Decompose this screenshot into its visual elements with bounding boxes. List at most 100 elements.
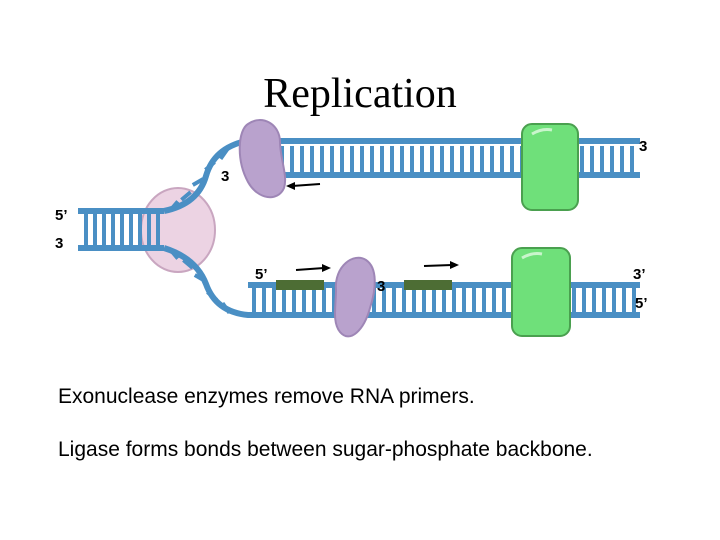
ligase-top-highlight [531, 128, 553, 136]
base-pair-rung [220, 301, 232, 315]
dna-polymerase-bottom [334, 256, 376, 338]
dna-ligase-bottom [511, 247, 571, 337]
base-pair-rung [332, 288, 336, 315]
base-pair-rung [442, 288, 446, 315]
arrow-bottom-1-head [322, 264, 331, 272]
label-primer-5prime: 5’ [255, 266, 268, 283]
base-pair-rung [129, 214, 133, 245]
base-pair-rung [500, 146, 504, 172]
base-pair-rung [592, 288, 596, 315]
label-top-fork-3: 3 [221, 168, 229, 185]
base-pair-rung [360, 146, 364, 172]
base-pair-rung [602, 288, 606, 315]
base-pair-rung [490, 146, 494, 172]
base-pair-rung [470, 146, 474, 172]
base-pair-rung [312, 288, 316, 315]
base-pair-rung [410, 146, 414, 172]
base-pair-rung [600, 146, 604, 172]
base-pair-rung [622, 288, 626, 315]
base-pair-rung [206, 290, 218, 302]
base-pair-rung [632, 288, 636, 315]
base-pair-rung [610, 146, 614, 172]
base-pair-rung [93, 214, 97, 245]
base-pair-rung [440, 146, 444, 172]
base-pair-rung [372, 288, 376, 315]
label-right-5prime: 5’ [635, 295, 648, 312]
base-pair-rung [252, 288, 256, 315]
base-pair-rung [180, 190, 192, 202]
base-pair-rung [462, 288, 466, 315]
base-pair-rung [302, 288, 306, 315]
label-right-3prime: 3’ [633, 266, 646, 283]
base-pair-rung [138, 214, 142, 245]
base-pair-rung [402, 288, 406, 315]
base-pair-rung [420, 146, 424, 172]
base-pair-rung [102, 214, 106, 245]
base-pair-rung [156, 214, 160, 245]
base-pair-rung [380, 146, 384, 172]
base-pair-rung [382, 288, 386, 315]
base-pair-rung [84, 214, 88, 245]
arrow-bottom-1 [295, 267, 325, 271]
base-pair-rung [322, 288, 326, 315]
caption-ligase: Ligase forms bonds between sugar-phospha… [58, 438, 593, 461]
base-pair-rung [350, 146, 354, 172]
direction-arrows [286, 182, 459, 272]
dna-polymerase-top [238, 119, 287, 198]
base-pair-rung [430, 146, 434, 172]
base-pair-rung [492, 288, 496, 315]
base-pair-rung [147, 214, 151, 245]
base-pair-rung [111, 214, 115, 245]
base-pair-rung [450, 146, 454, 172]
base-pair-rung [193, 273, 207, 283]
arrow-top-leftward-head [286, 182, 295, 190]
base-pair-rung [182, 258, 194, 270]
arrow-top-leftward [291, 183, 321, 187]
base-pair-rung [218, 147, 230, 161]
base-pair-rung [191, 177, 205, 187]
base-pair-rung [292, 288, 296, 315]
base-pair-rung [582, 288, 586, 315]
base-pair-rung [168, 200, 180, 212]
base-pair-rung [370, 146, 374, 172]
dna-ligase-top [521, 123, 579, 211]
base-pair-rung [120, 214, 124, 245]
base-pair-rung [480, 146, 484, 172]
arrow-bottom-2-head [450, 261, 459, 269]
rna-primers [276, 280, 452, 290]
base-pair-rung [310, 146, 314, 172]
label-primer-3: 3 [377, 278, 385, 295]
base-pair-rung [204, 160, 216, 172]
base-pair-rung [590, 146, 594, 172]
base-pair-rung [390, 146, 394, 172]
base-pair-rung [412, 288, 416, 315]
helicase-enzyme [140, 187, 216, 273]
base-pair-rung [580, 146, 584, 172]
base-pair-rung [572, 288, 576, 315]
base-pair-rung [432, 288, 436, 315]
top-dna-strands [163, 138, 640, 214]
arrow-bottom-2 [423, 264, 453, 267]
base-pair-rung [320, 146, 324, 172]
base-pair-rung [290, 146, 294, 172]
base-pair-rung [272, 288, 276, 315]
base-pair-rung [400, 146, 404, 172]
base-pair-rung [168, 248, 180, 260]
base-pair-rung [482, 288, 486, 315]
base-pair-rung [392, 288, 396, 315]
base-pair-rung [422, 288, 426, 315]
base-pair-rung [460, 146, 464, 172]
base-pair-rung [612, 288, 616, 315]
parental-dna-duplex [78, 208, 164, 251]
base-pair-rung [502, 288, 506, 315]
base-pair-rung [472, 288, 476, 315]
base-pair-rung [330, 146, 334, 172]
rna-primer-1 [276, 280, 324, 290]
base-pair-rung [452, 288, 456, 315]
label-left-5prime: 5’ [55, 207, 68, 224]
caption-exonuclease: Exonuclease enzymes remove RNA primers. [58, 385, 475, 408]
base-pair-rung [630, 146, 634, 172]
base-pair-rung [340, 146, 344, 172]
